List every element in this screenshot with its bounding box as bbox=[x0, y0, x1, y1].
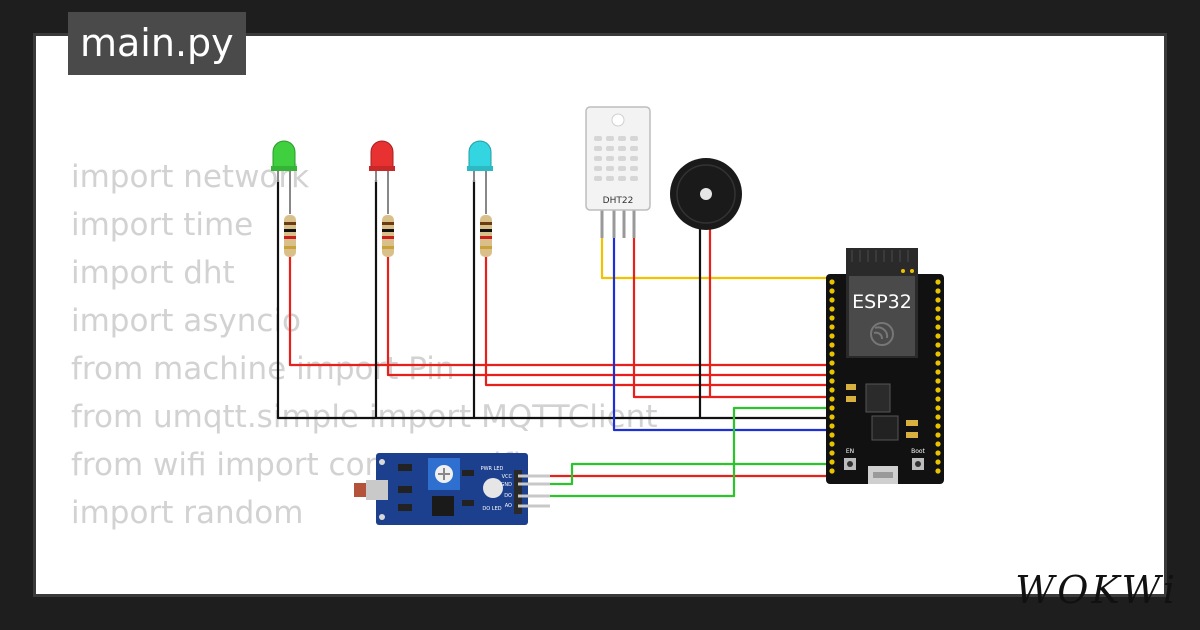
ldr-do-label: DO bbox=[504, 493, 512, 499]
ldr-vcc-label: VCC bbox=[502, 474, 513, 480]
wire-yellow-dht-data bbox=[600, 235, 832, 280]
code-line: from machine import Pin bbox=[71, 351, 455, 387]
resistor-3 bbox=[480, 215, 492, 257]
resistor-1 bbox=[284, 215, 296, 257]
wire-red-led2 bbox=[386, 255, 832, 377]
espressif-logo-icon bbox=[870, 322, 894, 346]
resistor-2 bbox=[382, 215, 394, 257]
ldr-ao-label: AO bbox=[505, 503, 512, 509]
led-green[interactable] bbox=[271, 140, 297, 214]
wire-green-ldr-do bbox=[520, 406, 832, 498]
ldr-do-led-label: DO LED bbox=[482, 506, 501, 512]
led-cyan[interactable] bbox=[467, 140, 493, 214]
dht22-sensor[interactable]: DHT22 bbox=[585, 106, 651, 238]
ldr-module[interactable]: PWR LED DO LED VCC GND DO AO bbox=[354, 453, 550, 525]
boot-label: Boot bbox=[911, 448, 925, 455]
wire-blue-dht-gnd bbox=[612, 235, 832, 432]
en-label: EN bbox=[846, 448, 854, 455]
esp32-board[interactable]: ESP32 EN Boot bbox=[826, 248, 944, 484]
dht22-label: DHT22 bbox=[603, 196, 634, 206]
code-line: led1 = Pin(25, Pin.OUT) bbox=[71, 585, 657, 594]
wire-red-dht-vcc bbox=[632, 235, 832, 399]
code-line: import random bbox=[71, 495, 304, 531]
ldr-gnd-label: GND bbox=[501, 482, 513, 488]
wire-black-led1 bbox=[276, 180, 832, 420]
code-line: import dht bbox=[71, 255, 235, 291]
led-red[interactable] bbox=[369, 140, 395, 214]
wire-red-led3 bbox=[484, 255, 832, 387]
filename-tab[interactable]: main.py bbox=[68, 12, 246, 75]
wire-green-ldr-ao bbox=[520, 462, 832, 486]
buzzer[interactable] bbox=[670, 158, 742, 230]
wokwi-logo: WOKWi bbox=[1015, 568, 1178, 612]
wire-red-led1 bbox=[288, 255, 832, 367]
code-line: import time bbox=[71, 207, 254, 243]
ldr-pwr-led-label: PWR LED bbox=[481, 466, 504, 472]
code-line: import network bbox=[71, 159, 310, 195]
esp32-label: ESP32 bbox=[852, 291, 912, 313]
code-line: import asyncio bbox=[71, 303, 301, 339]
